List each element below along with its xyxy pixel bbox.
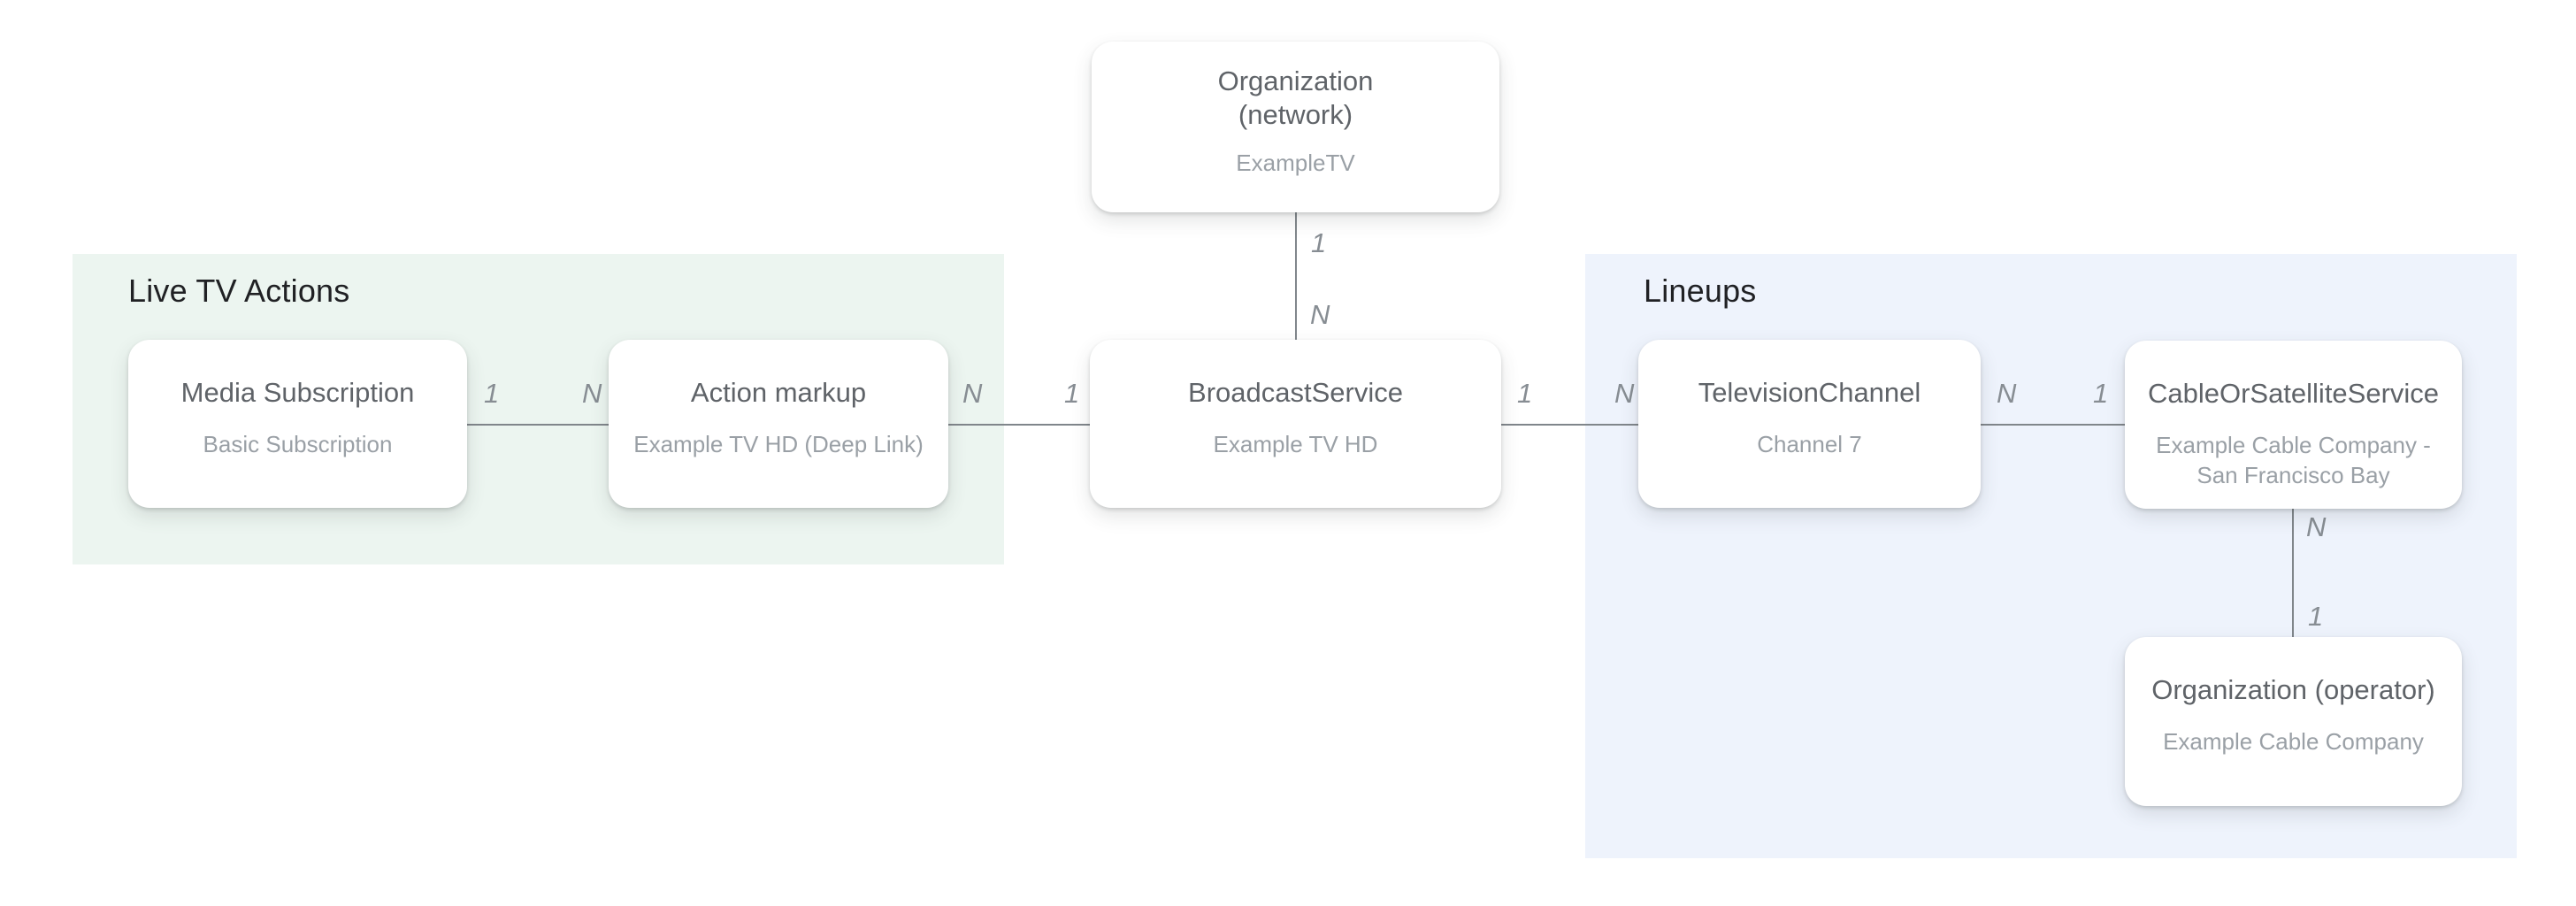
node-subtitle: Example Cable Company: [2163, 728, 2424, 755]
cardinality-label: 1: [2093, 378, 2109, 409]
cardinality-label: 1: [1517, 378, 1533, 409]
node-title: BroadcastService: [1188, 377, 1403, 408]
node-subtitle: Basic Subscription: [203, 431, 393, 457]
group-heading-lineups: Lineups: [1644, 273, 1757, 309]
connector-broadcast-service-to-television-channel: [1501, 424, 1638, 426]
cardinality-label: N: [2306, 511, 2327, 542]
cardinality-label: 1: [1064, 378, 1080, 409]
node-television-channel: TelevisionChannel Channel 7: [1638, 340, 1981, 508]
node-title: CableOrSatelliteService: [2147, 378, 2440, 409]
cardinality-label: 1: [2308, 601, 2324, 632]
node-title: Organization (network): [1217, 65, 1374, 130]
cardinality-label: 1: [484, 378, 500, 409]
connector-organization-network-to-broadcast-service: [1295, 212, 1297, 340]
node-action-markup: Action markup Example TV HD (Deep Link): [609, 340, 948, 508]
node-title: TelevisionChannel: [1698, 377, 1921, 408]
node-subtitle: Example TV HD: [1213, 431, 1378, 457]
cardinality-label: 1: [1311, 227, 1327, 258]
connector-cable-or-satellite-service-to-organization-operator: [2292, 509, 2294, 637]
connector-television-channel-to-cable-or-satellite-service: [1981, 424, 2125, 426]
node-subtitle: Channel 7: [1757, 431, 1862, 457]
node-subtitle: Example TV HD (Deep Link): [633, 431, 924, 457]
cardinality-label: N: [1997, 378, 2017, 409]
cardinality-label: N: [1614, 378, 1635, 409]
node-title: Action markup: [690, 377, 867, 408]
node-subtitle: ExampleTV: [1236, 150, 1355, 176]
node-organization-operator: Organization (operator) Example Cable Co…: [2125, 637, 2462, 806]
node-media-subscription: Media Subscription Basic Subscription: [128, 340, 467, 508]
node-subtitle: Example Cable Company - San Francisco Ba…: [2156, 432, 2431, 488]
cardinality-label: N: [962, 378, 983, 409]
node-title: Media Subscription: [180, 377, 415, 408]
cardinality-label: N: [582, 378, 602, 409]
cardinality-label: N: [1310, 299, 1330, 330]
connector-action-markup-to-broadcast-service: [948, 424, 1090, 426]
connector-media-subscription-to-action-markup: [467, 424, 609, 426]
group-heading-live-tv-actions: Live TV Actions: [128, 273, 350, 309]
node-cable-or-satellite-service: CableOrSatelliteService Example Cable Co…: [2125, 341, 2462, 509]
node-organization-network: Organization (network) ExampleTV: [1092, 42, 1499, 212]
node-title: Organization (operator): [2151, 674, 2435, 705]
node-broadcast-service: BroadcastService Example TV HD: [1090, 340, 1501, 508]
